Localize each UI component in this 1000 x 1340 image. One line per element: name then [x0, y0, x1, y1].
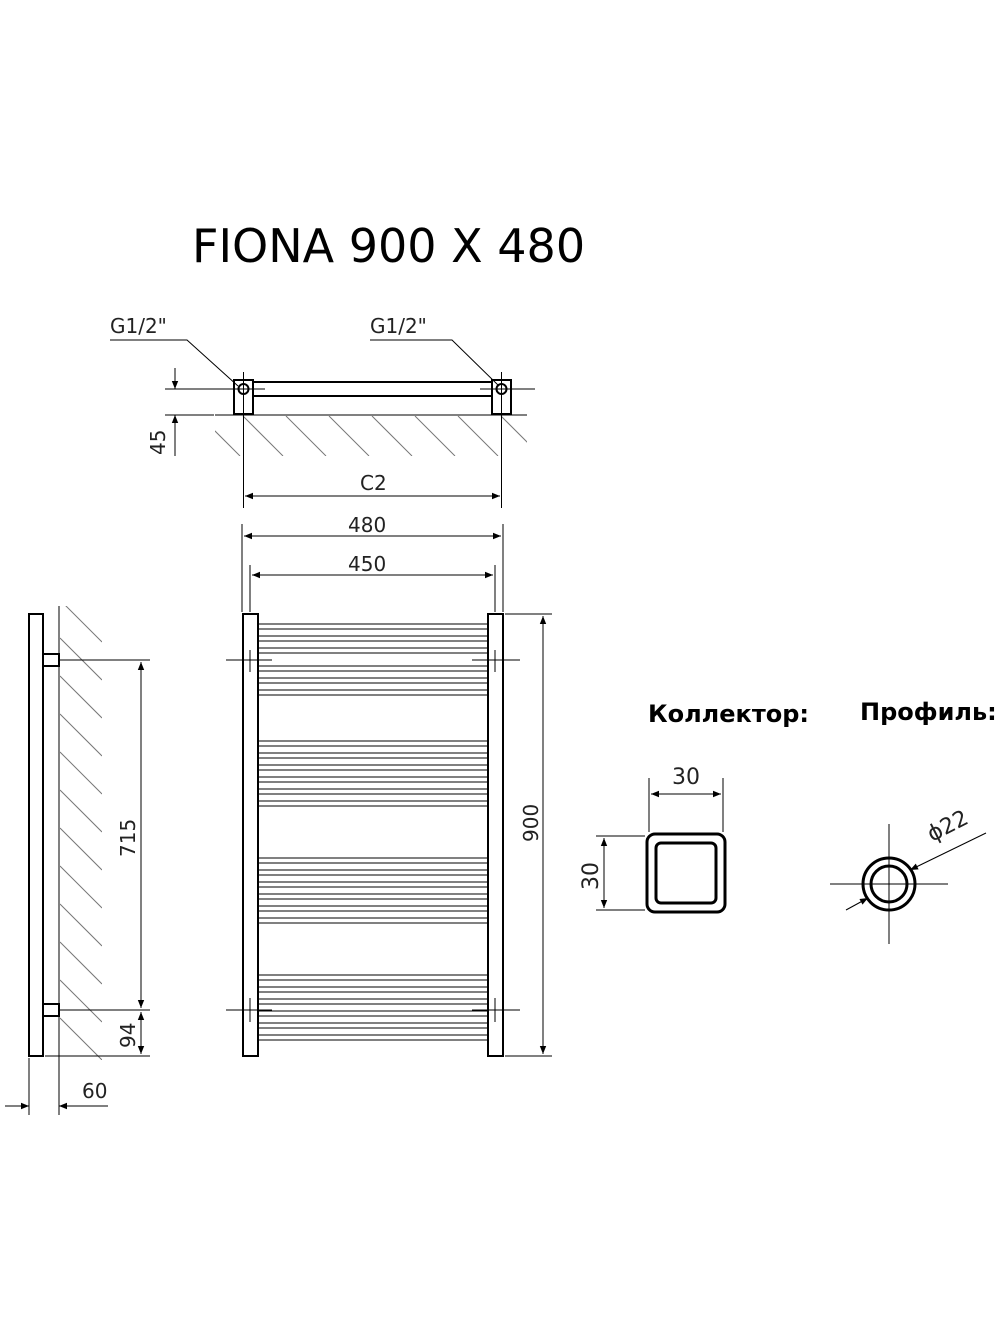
inner-width-label: 450: [348, 552, 386, 576]
tube-group-4: [257, 974, 489, 1041]
profile-inner-circle: [869, 864, 909, 904]
side-view: 715 94 60: [5, 606, 150, 1115]
connection-right-label: G1/2": [370, 314, 427, 338]
profile-section: Профиль: ϕ22: [830, 698, 997, 944]
leader-left: [110, 339, 239, 387]
wall-offset-label: 60: [82, 1079, 107, 1103]
profile-outer-circle: [861, 856, 917, 912]
radiator-side-profile: [28, 613, 44, 1057]
center-distance-label: C2: [360, 471, 387, 495]
collector-heading: Коллектор:: [648, 700, 809, 728]
bracket-top: [42, 653, 60, 667]
profile-diameter-label: ϕ22: [923, 806, 972, 848]
front-view: 480 450: [226, 513, 552, 1057]
bottom-offset-label: 94: [116, 1023, 140, 1048]
bracket-bottom: [42, 1003, 60, 1017]
leader-right: [370, 339, 500, 387]
depth-label: 45: [146, 430, 170, 455]
overall-height-label: 900: [519, 804, 543, 842]
tube-group-2: [257, 740, 489, 807]
tube-group-3: [257, 857, 489, 924]
overall-width-label: 480: [348, 513, 386, 537]
page-title: FIONA 900 X 480: [192, 219, 585, 273]
collector-section: Коллектор: 30 30: [579, 700, 809, 914]
collector-width-label: 30: [672, 765, 700, 790]
profile-diameter-leader: [909, 832, 987, 871]
top-view: G1/2" G1/2" 45 C2: [110, 314, 535, 508]
collector-height-label: 30: [579, 862, 604, 890]
mount-spacing-label: 715: [116, 819, 140, 857]
connection-left-label: G1/2": [110, 314, 167, 338]
collector-right: [487, 613, 504, 1057]
wall-hatching: [215, 416, 527, 456]
collector-inner: [654, 841, 718, 905]
collector-outer: [645, 832, 727, 914]
tube-group-1: [257, 623, 489, 696]
collector-left: [242, 613, 259, 1057]
side-wall-hatching: [60, 606, 102, 1060]
top-rail: [243, 381, 502, 397]
profile-heading: Профиль:: [860, 698, 997, 726]
